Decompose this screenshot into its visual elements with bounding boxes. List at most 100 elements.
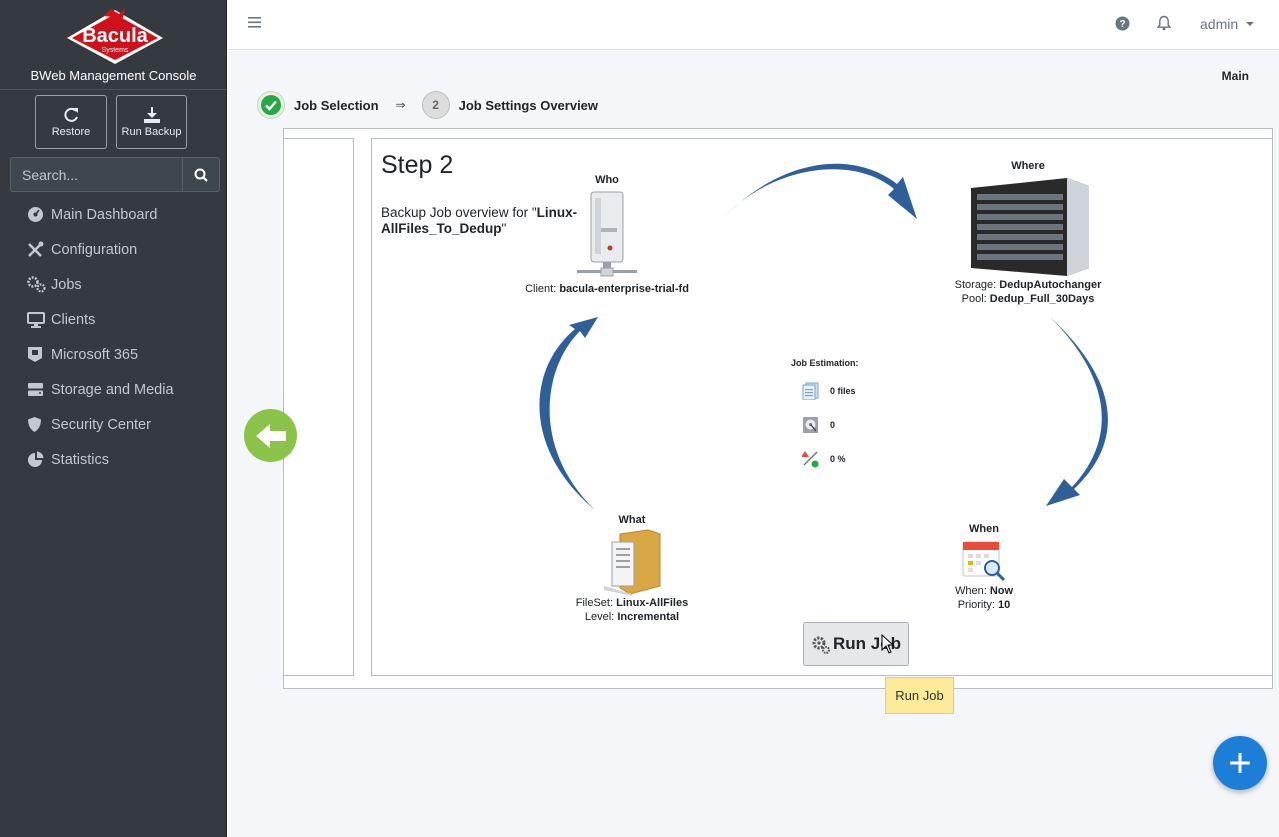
sidebar-item-label: Microsoft 365 — [51, 346, 139, 363]
sidebar-item-label: Jobs — [51, 276, 82, 293]
who-node: Who Client: bacula-enterprise-trial-fd — [512, 174, 702, 296]
svg-text:Systems: Systems — [102, 47, 129, 54]
sidebar-item-label: Statistics — [51, 451, 110, 468]
estimation-compression-value: 0 % — [830, 454, 846, 464]
sidebar-item-microsoft-365[interactable]: Microsoft 365 — [0, 337, 227, 372]
priority-info: Priority: 10 — [957, 599, 1011, 611]
search-input[interactable] — [11, 158, 183, 191]
storage-autochanger-icon — [971, 178, 1089, 276]
back-button[interactable] — [244, 409, 297, 462]
files-icon — [802, 382, 819, 400]
sidebar-item-configuration[interactable]: Configuration — [0, 232, 227, 267]
search-icon — [194, 168, 208, 182]
what-node: What FileSet: Linux-AllFiles Level: Incr… — [532, 514, 732, 624]
step-title: Step 2 — [381, 151, 454, 179]
job-estimation: Job Estimation: 0 files 0 0 % — [791, 358, 859, 468]
estimation-files-value: 0 files — [830, 386, 856, 396]
estimation-compression: 0 % — [802, 450, 892, 468]
sidebar-item-label: Configuration — [51, 241, 138, 258]
storage-name: DedupAutochanger — [999, 279, 1102, 291]
wizard-left-pane — [284, 138, 354, 676]
hdd-icon — [27, 381, 47, 399]
estimation-title: Job Estimation: — [791, 358, 859, 368]
level-info: Level: Incremental — [584, 611, 680, 623]
sidebar-item-label: Clients — [51, 311, 96, 328]
job-overview-panel: Step 2 Backup Job overview for "Linux-Al… — [371, 138, 1273, 676]
sidebar-item-storage-and-media[interactable]: Storage and Media — [0, 372, 227, 407]
notifications-bell-icon[interactable] — [1156, 15, 1172, 36]
help-icon[interactable]: ? — [1115, 16, 1130, 36]
sidebar-item-label: Storage and Media — [51, 381, 174, 398]
svg-text:?: ? — [1119, 19, 1125, 30]
search-button[interactable] — [182, 158, 219, 191]
when-node: When When: Now Priority: 10 — [934, 523, 1034, 612]
tools-icon — [27, 241, 47, 259]
bacula-logo[interactable]: Bacula Systems — [63, 6, 167, 66]
step-job-selection[interactable]: Job Selection — [294, 97, 379, 113]
m365-icon — [27, 346, 47, 364]
estimation-files: 0 files — [802, 382, 892, 400]
client-computer-icon — [577, 191, 637, 277]
pool-name: Dedup_Full_30Days — [989, 293, 1095, 305]
where-node: Where Storage: DedupAutochanger Pool: De… — [928, 160, 1128, 306]
disk-icon — [803, 417, 818, 433]
pie-chart-icon — [27, 451, 47, 469]
client-info: Client: bacula-enterprise-trial-fd — [525, 283, 689, 295]
what-title: What — [618, 514, 646, 526]
restore-label: Restore — [51, 126, 91, 138]
chevron-down-icon — [1246, 22, 1255, 26]
job-name: Linux-AllFiles_To_Dedup — [381, 205, 578, 236]
fileset-name: Linux-AllFiles — [616, 597, 689, 609]
compression-ratio-icon — [802, 451, 819, 468]
run-backup-button[interactable]: Run Backup — [116, 95, 187, 149]
step-number-badge: 2 — [421, 91, 450, 119]
when-info: When: Now — [954, 585, 1014, 597]
sidebar-item-main-dashboard[interactable]: Main Dashboard — [0, 197, 227, 232]
arrow-where-to-when — [1046, 317, 1108, 506]
run-job-tooltip: Run Job — [885, 677, 954, 714]
mouse-cursor-icon — [881, 634, 895, 654]
sidebar-item-jobs[interactable]: Jobs — [0, 267, 227, 302]
overview-intro: Backup Job overview for "Linux-AllFiles_… — [381, 205, 578, 236]
estimation-bytes: 0 — [802, 416, 892, 434]
step-complete-icon[interactable] — [257, 91, 285, 119]
desktop-icon — [27, 311, 47, 329]
when-title: When — [969, 523, 999, 535]
estimation-bytes-value: 0 — [830, 420, 836, 430]
sidebar-item-label: Main Dashboard — [51, 206, 158, 223]
who-title: Who — [595, 174, 619, 186]
storage-info: Storage: DedupAutochanger — [954, 279, 1102, 291]
sidebar-item-statistics[interactable]: Statistics — [0, 442, 227, 477]
sidebar-item-clients[interactable]: Clients — [0, 302, 227, 337]
download-icon — [117, 96, 186, 123]
shield-icon — [27, 416, 47, 434]
breadcrumb[interactable]: Main — [1221, 69, 1249, 83]
logo-area: Bacula Systems BWeb Management Console — [0, 0, 227, 90]
plus-icon — [1230, 753, 1250, 773]
sidebar-item-security-center[interactable]: Security Center — [0, 407, 227, 442]
user-menu[interactable]: admin — [1200, 16, 1255, 32]
fileset-info: FileSet: Linux-AllFiles — [575, 597, 689, 609]
dashboard-icon — [27, 206, 47, 224]
sidebar-nav: Main Dashboard Configuration Jobs Client… — [0, 197, 227, 477]
arrow-what-to-who — [539, 317, 598, 510]
step-job-settings-overview: Job Settings Overview — [458, 97, 599, 113]
add-floating-button[interactable] — [1213, 736, 1267, 790]
sidebar-item-label: Security Center — [51, 416, 151, 433]
gear-icon — [812, 636, 830, 654]
level-name: Incremental — [617, 611, 680, 623]
arrow-who-to-where — [725, 163, 917, 219]
main-content: Main Job Selection ⇒ 2 Job Settings Over… — [228, 51, 1279, 837]
console-title: BWeb Management Console — [30, 68, 197, 83]
restore-button[interactable]: Restore — [35, 95, 107, 149]
sidebar: Bacula Systems BWeb Management Console R… — [0, 0, 227, 837]
run-backup-label: Run Backup — [121, 126, 182, 138]
search-box — [10, 157, 220, 192]
client-name: bacula-enterprise-trial-fd — [559, 283, 689, 295]
schedule-calendar-icon — [962, 541, 1006, 582]
when-value: Now — [989, 585, 1014, 597]
menu-toggle-icon[interactable] — [248, 15, 262, 34]
flow-arrows — [539, 163, 1108, 510]
cogs-icon — [27, 276, 47, 294]
svg-text:Bacula: Bacula — [82, 25, 148, 47]
